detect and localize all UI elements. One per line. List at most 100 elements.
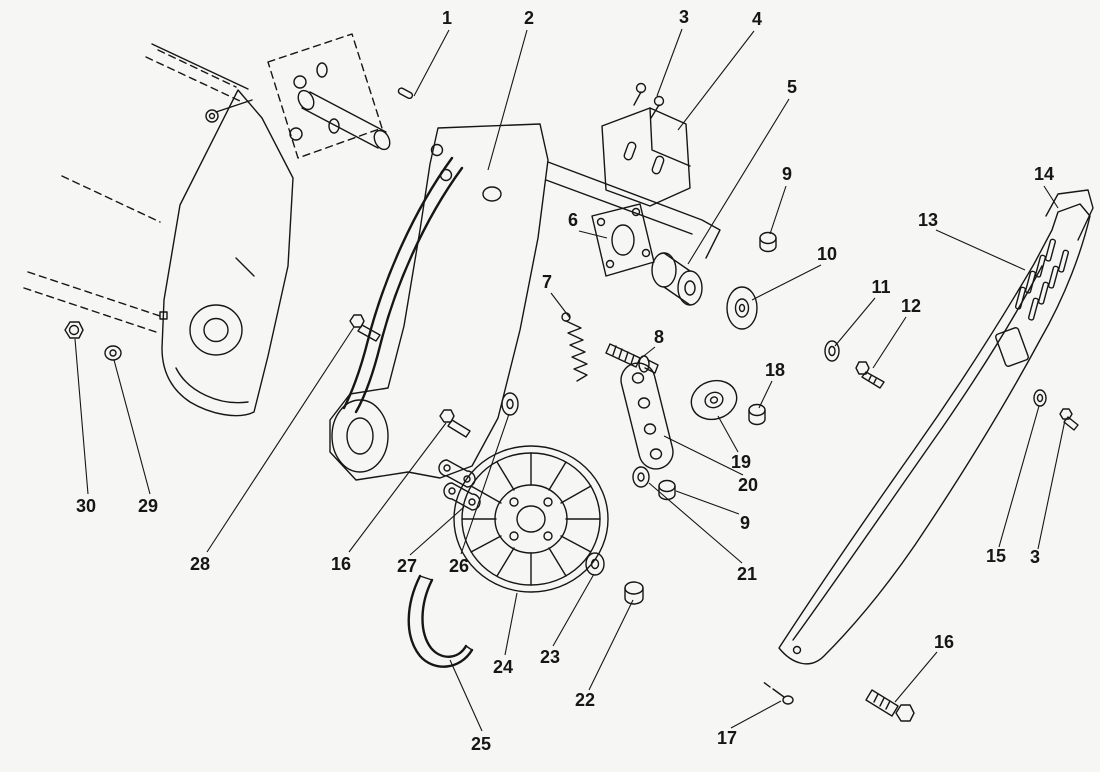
leader-callout-29 [113, 359, 151, 495]
callout-13: 13 [918, 210, 938, 230]
drive-belt-upper-run [342, 156, 464, 414]
leader-callout-17 [730, 700, 782, 729]
callout-12: 12 [901, 296, 921, 316]
leader-callout-2 [487, 29, 528, 171]
callout-20: 20 [738, 475, 758, 495]
callout-3-top: 3 [679, 7, 689, 27]
roller-link-part-27 [438, 459, 481, 511]
callout-24: 24 [493, 657, 513, 677]
callout-30: 30 [76, 496, 96, 516]
idler-arm-part-20 [620, 362, 674, 470]
leader-callout-15 [998, 405, 1040, 548]
callout-16-left: 16 [331, 554, 351, 574]
spring-part-7 [561, 312, 588, 382]
callout-9-lower: 9 [740, 513, 750, 533]
callout-15: 15 [986, 546, 1006, 566]
callout-9-upper: 9 [782, 164, 792, 184]
leader-callout-19 [717, 415, 739, 453]
callout-25: 25 [471, 734, 491, 754]
bolt-part-16-right [865, 689, 915, 722]
leader-callout-4 [677, 30, 755, 131]
pulley-part-19 [690, 379, 738, 421]
idler-plate-part-2 [329, 123, 549, 481]
leader-callout-1 [413, 29, 450, 97]
washer-part-23 [585, 552, 605, 576]
leader-callout-14 [1043, 185, 1059, 209]
leader-callout-3-right [1037, 419, 1066, 550]
flange-part-6 [591, 203, 655, 277]
callout-23: 23 [540, 647, 560, 667]
callout-19: 19 [731, 452, 751, 472]
leader-callout-26 [460, 413, 510, 555]
leader-callout-16-left [348, 422, 447, 553]
callout-2: 2 [524, 8, 534, 28]
callout-5: 5 [787, 77, 797, 97]
axle-assembly [267, 33, 391, 159]
leader-callout-22 [588, 599, 634, 691]
mount-bracket-part-4 [601, 107, 691, 207]
washer-part-11 [824, 340, 840, 362]
washer-part-26 [501, 392, 519, 416]
leader-callout-25 [449, 659, 483, 732]
callout-17: 17 [717, 728, 737, 748]
callout-14: 14 [1034, 164, 1054, 184]
screws-part-3-top [633, 82, 665, 119]
washer-part-29 [104, 345, 122, 361]
callout-27: 27 [397, 556, 417, 576]
callout-11: 11 [871, 277, 890, 297]
callout-8: 8 [654, 327, 664, 347]
callout-7: 7 [542, 272, 552, 292]
nut-part-18 [748, 403, 766, 426]
leader-callout-5 [687, 98, 790, 265]
side-cover-part-13 [778, 203, 1091, 665]
leader-callout-6 [578, 230, 608, 239]
bolt-part-28 [349, 314, 381, 342]
frame-crossmember [545, 161, 721, 259]
washer-part-21 [632, 466, 650, 488]
callout-21: 21 [737, 564, 757, 584]
belt-part-25 [407, 574, 474, 668]
nut-part-22 [624, 581, 644, 605]
spacer-part-5 [651, 252, 703, 306]
bolt-part-3-right [1059, 408, 1079, 431]
bolt-part-16-left [439, 409, 471, 438]
leader-callout-11 [834, 297, 876, 347]
callout-16-right: 16 [934, 632, 954, 652]
leader-callout-8 [639, 346, 656, 360]
leader-callout-13 [935, 229, 1026, 271]
leader-callout-16-right [894, 651, 938, 703]
leader-callout-27 [409, 506, 465, 556]
leader-callout-30 [74, 338, 89, 495]
leader-callout-7 [550, 292, 571, 319]
callout-29: 29 [138, 496, 158, 516]
frame-weldment [23, 43, 294, 417]
callout-22: 22 [575, 690, 595, 710]
leader-callout-9-lower [675, 490, 740, 515]
callout-1: 1 [442, 8, 452, 28]
drive-pulley-part-24 [453, 445, 609, 593]
leader-callout-28 [206, 326, 355, 553]
callout-10: 10 [817, 244, 837, 264]
leader-callout-23 [552, 573, 595, 647]
callout-6: 6 [568, 210, 578, 230]
nut-part-30 [64, 321, 84, 339]
washer-part-15 [1033, 389, 1047, 407]
leader-callout-12 [872, 316, 907, 369]
bolt-part-12 [855, 361, 885, 389]
leader-callout-9-upper [769, 185, 787, 235]
nut-part-9-lower [658, 479, 676, 501]
leader-callout-18 [758, 380, 773, 409]
callout-26: 26 [449, 556, 469, 576]
pin-part-1 [397, 87, 414, 100]
callout-28: 28 [190, 554, 210, 574]
leader-callout-24 [504, 592, 518, 656]
leader-callout-10 [751, 264, 822, 301]
leader-callout-20 [663, 435, 744, 476]
callout-3-right: 3 [1030, 547, 1040, 567]
callout-4: 4 [752, 9, 762, 29]
callout-18: 18 [765, 360, 785, 380]
leader-callout-3-top [656, 28, 683, 97]
nut-part-9-upper [759, 231, 777, 253]
